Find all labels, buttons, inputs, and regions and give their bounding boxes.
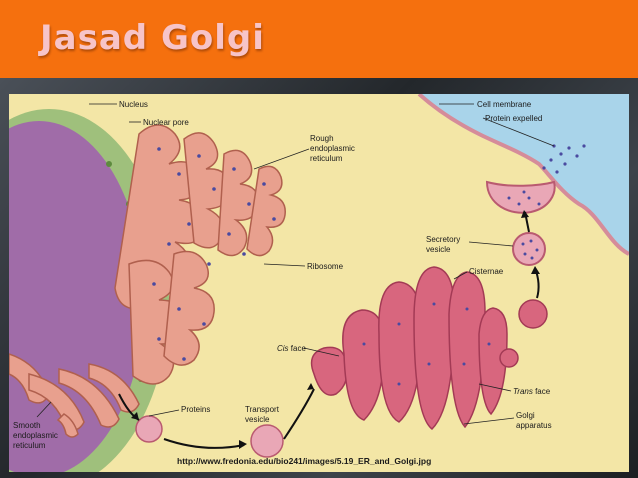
label-cis-face: Cis face xyxy=(277,344,306,353)
label-golgi-apparatus-line2: apparatus xyxy=(516,421,552,430)
label-transport-vesicle-line2: vesicle xyxy=(245,415,270,424)
label-cis-face-italic: Cis xyxy=(277,344,289,353)
label-cisternae: Cisternae xyxy=(469,267,504,276)
secretory-vesicle xyxy=(512,232,546,266)
label-smooth-er-line2: endoplasmic xyxy=(13,431,58,440)
label-protein-expelled: Protein expelled xyxy=(485,114,542,123)
fusing-vesicle xyxy=(485,180,556,214)
label-secretory-vesicle-line2: vesicle xyxy=(426,245,451,254)
label-nucleus: Nucleus xyxy=(119,100,148,109)
label-proteins: Proteins xyxy=(181,405,210,414)
slide-title: Jasad Golgi xyxy=(40,18,265,58)
budding-vesicle xyxy=(135,415,163,443)
golgi-bud-vesicle xyxy=(499,348,519,368)
label-trans-face-rest: face xyxy=(533,387,551,396)
arrow-heads xyxy=(131,210,540,449)
leader-lines xyxy=(36,103,555,425)
label-smooth-er-line3: reticulum xyxy=(13,441,46,450)
label-rough-er-line3: reticulum xyxy=(310,154,343,163)
label-rough-er-line1: Rough xyxy=(310,134,334,143)
extracellular-space xyxy=(419,94,629,254)
secretory-vesicle-contents xyxy=(521,239,539,260)
transport-vesicle xyxy=(250,424,284,458)
cell-membrane xyxy=(417,94,629,256)
golgi-apparatus xyxy=(310,266,508,430)
label-ribosome: Ribosome xyxy=(307,262,344,271)
label-transport-vesicle-line1: Transport xyxy=(245,405,280,414)
golgi-secreted-vesicle xyxy=(518,299,548,329)
source-url: http://www.fredonia.edu/bio241/images/5.… xyxy=(177,456,431,466)
diagram-canvas: Nucleus Nuclear pore Rough endoplasmic r… xyxy=(9,94,629,472)
protein-expelled-dots xyxy=(507,144,586,206)
label-smooth-er-line1: Smooth xyxy=(13,421,41,430)
label-trans-face-italic: Trans xyxy=(513,387,533,396)
label-secretory-vesicle-line1: Secretory xyxy=(426,235,460,244)
label-rough-er-line2: endoplasmic xyxy=(310,144,355,153)
title-bar: Jasad Golgi xyxy=(0,0,638,78)
label-golgi-apparatus-line1: Golgi xyxy=(516,411,535,420)
label-cell-membrane: Cell membrane xyxy=(477,100,532,109)
rough-er xyxy=(114,124,286,385)
label-nuclear-pore: Nuclear pore xyxy=(143,118,189,127)
label-trans-face: Trans face xyxy=(513,387,551,396)
label-cis-face-rest: face xyxy=(289,344,307,353)
smooth-er xyxy=(9,353,140,438)
er-golgi-diagram: Nucleus Nuclear pore Rough endoplasmic r… xyxy=(9,94,629,472)
ribosomes xyxy=(152,147,276,361)
golgi-vesicle-contents xyxy=(362,302,491,386)
